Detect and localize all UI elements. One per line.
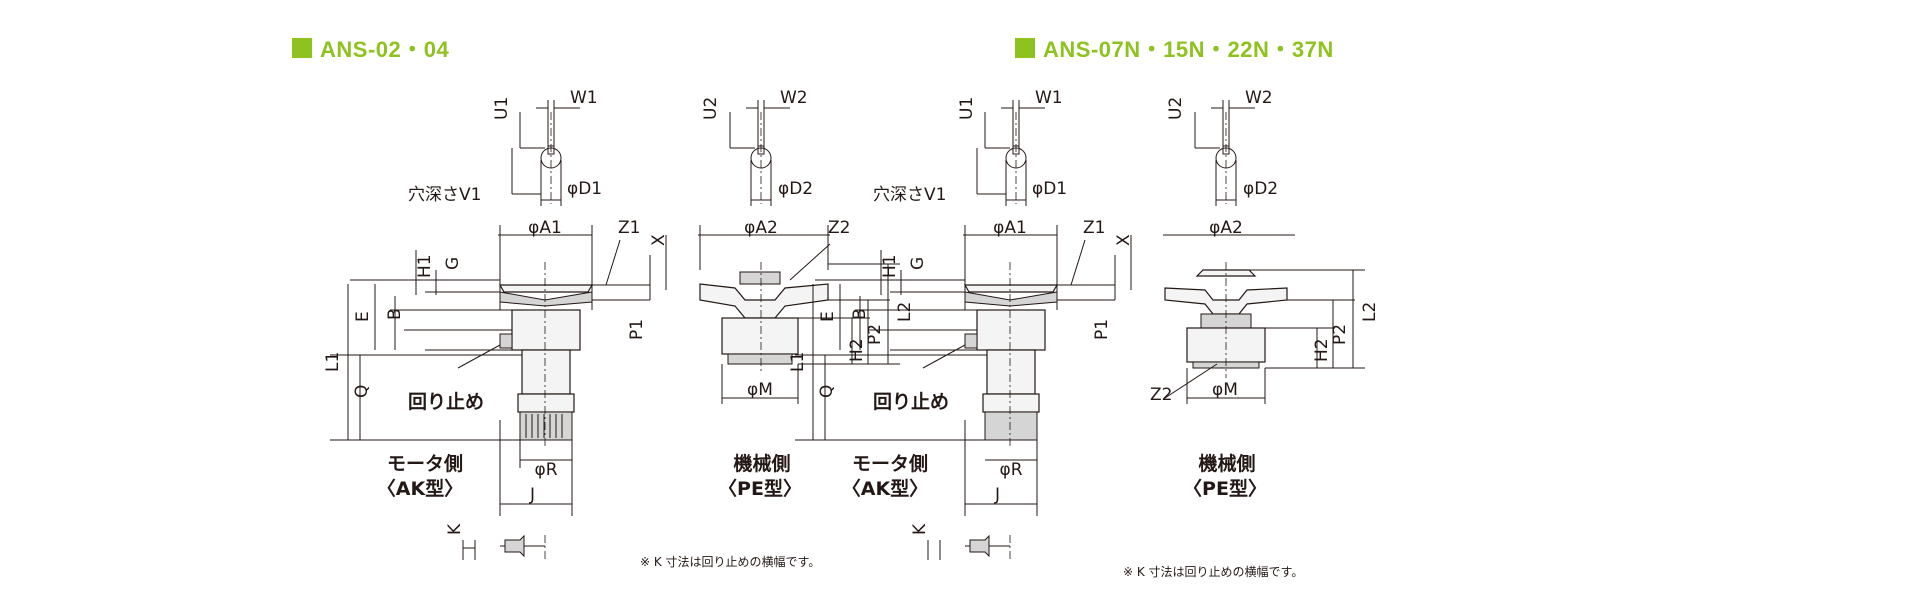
label-z1: Z1 bbox=[1083, 218, 1105, 238]
label-x: X bbox=[649, 234, 669, 246]
section-heading: ANS-07N・15N・22N・37N bbox=[1015, 32, 1334, 64]
motor-shaft-keyway-detail bbox=[511, 100, 580, 206]
machine-shaft-keyway-detail bbox=[729, 100, 790, 206]
label-u1: U1 bbox=[957, 97, 977, 120]
label-p1: P1 bbox=[1092, 319, 1112, 340]
drawing-panel-ans-07n-37n: ANS-07N・15N・22N・37N U1 W1 穴深さV1 φD1 bbox=[750, 0, 1710, 600]
label-j: J bbox=[529, 485, 535, 505]
machine-side-pulley-body bbox=[1163, 234, 1365, 404]
motor-side-label: モータ側 bbox=[852, 453, 928, 475]
label-l1: L1 bbox=[323, 352, 343, 372]
label-l2: L2 bbox=[1360, 302, 1380, 322]
label-m: φM bbox=[747, 380, 773, 400]
label-a1: φA1 bbox=[993, 218, 1027, 238]
label-h1: H1 bbox=[415, 254, 435, 278]
machine-side-label: 機械側 bbox=[733, 452, 790, 475]
label-u2: U2 bbox=[1166, 97, 1186, 120]
label-e: E bbox=[353, 311, 373, 322]
label-r: φR bbox=[999, 460, 1022, 480]
label-m: φM bbox=[1212, 380, 1238, 400]
label-w2: W2 bbox=[780, 88, 808, 108]
section-title: ANS-02・04 bbox=[320, 37, 450, 62]
label-e: E bbox=[818, 311, 838, 322]
label-l2: L2 bbox=[895, 302, 915, 322]
machine-type-label: 〈PE型〉 bbox=[1183, 477, 1267, 500]
heading-marker-icon bbox=[1015, 38, 1035, 58]
label-z2-bottom: Z2 bbox=[1150, 385, 1172, 405]
label-b: B bbox=[385, 308, 405, 320]
motor-side-pulley-body bbox=[330, 225, 667, 560]
label-l1: L1 bbox=[788, 352, 808, 372]
label-hole-depth: 穴深さV1 bbox=[408, 185, 481, 205]
heading-marker-icon bbox=[292, 38, 312, 58]
label-b: B bbox=[850, 308, 870, 320]
label-p1: P1 bbox=[627, 319, 647, 340]
label-q: Q bbox=[817, 385, 837, 398]
label-u2: U2 bbox=[701, 97, 721, 120]
section-heading: ANS-02・04 bbox=[292, 32, 449, 64]
machine-side-label: 機械側 bbox=[1198, 452, 1255, 475]
k-dimension-note: ※ K 寸法は回り止めの横幅です。 bbox=[640, 554, 820, 569]
motor-type-label: 〈AK型〉 bbox=[377, 477, 463, 500]
label-k: K bbox=[445, 523, 465, 535]
label-rotation-stop: 回り止め bbox=[873, 391, 949, 413]
drawing-panel-ans-02-04: ANS-02・04 U1 W1 穴深さV1 φD1 bbox=[292, 32, 915, 569]
machine-shaft-keyway-detail bbox=[1194, 100, 1255, 206]
label-z2: Z2 bbox=[828, 218, 850, 238]
label-q: Q bbox=[352, 385, 372, 398]
motor-side-label: モータ側 bbox=[387, 453, 463, 475]
label-a1: φA1 bbox=[528, 218, 562, 238]
label-x: X bbox=[1114, 234, 1134, 246]
dimension-drawing: U1 W1 穴深さV1 φD1 U2 W2 φD2 bbox=[788, 88, 1380, 579]
label-k: K bbox=[910, 523, 930, 535]
motor-side-pulley-body bbox=[795, 225, 1132, 560]
label-p2: P2 bbox=[865, 324, 885, 345]
motor-type-label: 〈AK型〉 bbox=[842, 477, 928, 500]
dimension-drawing: U1 W1 穴深さV1 φD1 U2 W2 φD2 bbox=[323, 88, 915, 569]
machine-type-label: 〈PE型〉 bbox=[718, 477, 802, 500]
label-u1: U1 bbox=[492, 97, 512, 120]
machine-side-pulley-body bbox=[698, 225, 900, 404]
label-p2: P2 bbox=[1330, 324, 1350, 345]
label-h2: H2 bbox=[1312, 338, 1332, 362]
label-h1: H1 bbox=[880, 254, 900, 278]
label-d2: φD2 bbox=[1243, 179, 1278, 199]
label-g: G bbox=[908, 257, 928, 270]
motor-shaft-keyway-detail bbox=[976, 100, 1045, 206]
label-g: G bbox=[443, 257, 463, 270]
label-hole-depth: 穴深さV1 bbox=[873, 185, 946, 205]
label-w1: W1 bbox=[1035, 88, 1063, 108]
label-j: J bbox=[994, 485, 1000, 505]
label-d1: φD1 bbox=[1032, 179, 1067, 199]
label-h2: H2 bbox=[847, 338, 867, 362]
label-w2: W2 bbox=[1245, 88, 1273, 108]
label-a2: φA2 bbox=[1209, 218, 1243, 238]
label-z1: Z1 bbox=[618, 218, 640, 238]
label-w1: W1 bbox=[570, 88, 598, 108]
section-title: ANS-07N・15N・22N・37N bbox=[1043, 37, 1334, 62]
label-d2: φD2 bbox=[778, 179, 813, 199]
label-r: φR bbox=[534, 460, 557, 480]
label-a2: φA2 bbox=[744, 218, 778, 238]
label-d1: φD1 bbox=[567, 179, 602, 199]
label-rotation-stop: 回り止め bbox=[408, 391, 484, 413]
k-dimension-note: ※ K 寸法は回り止めの横幅です。 bbox=[1123, 564, 1303, 579]
